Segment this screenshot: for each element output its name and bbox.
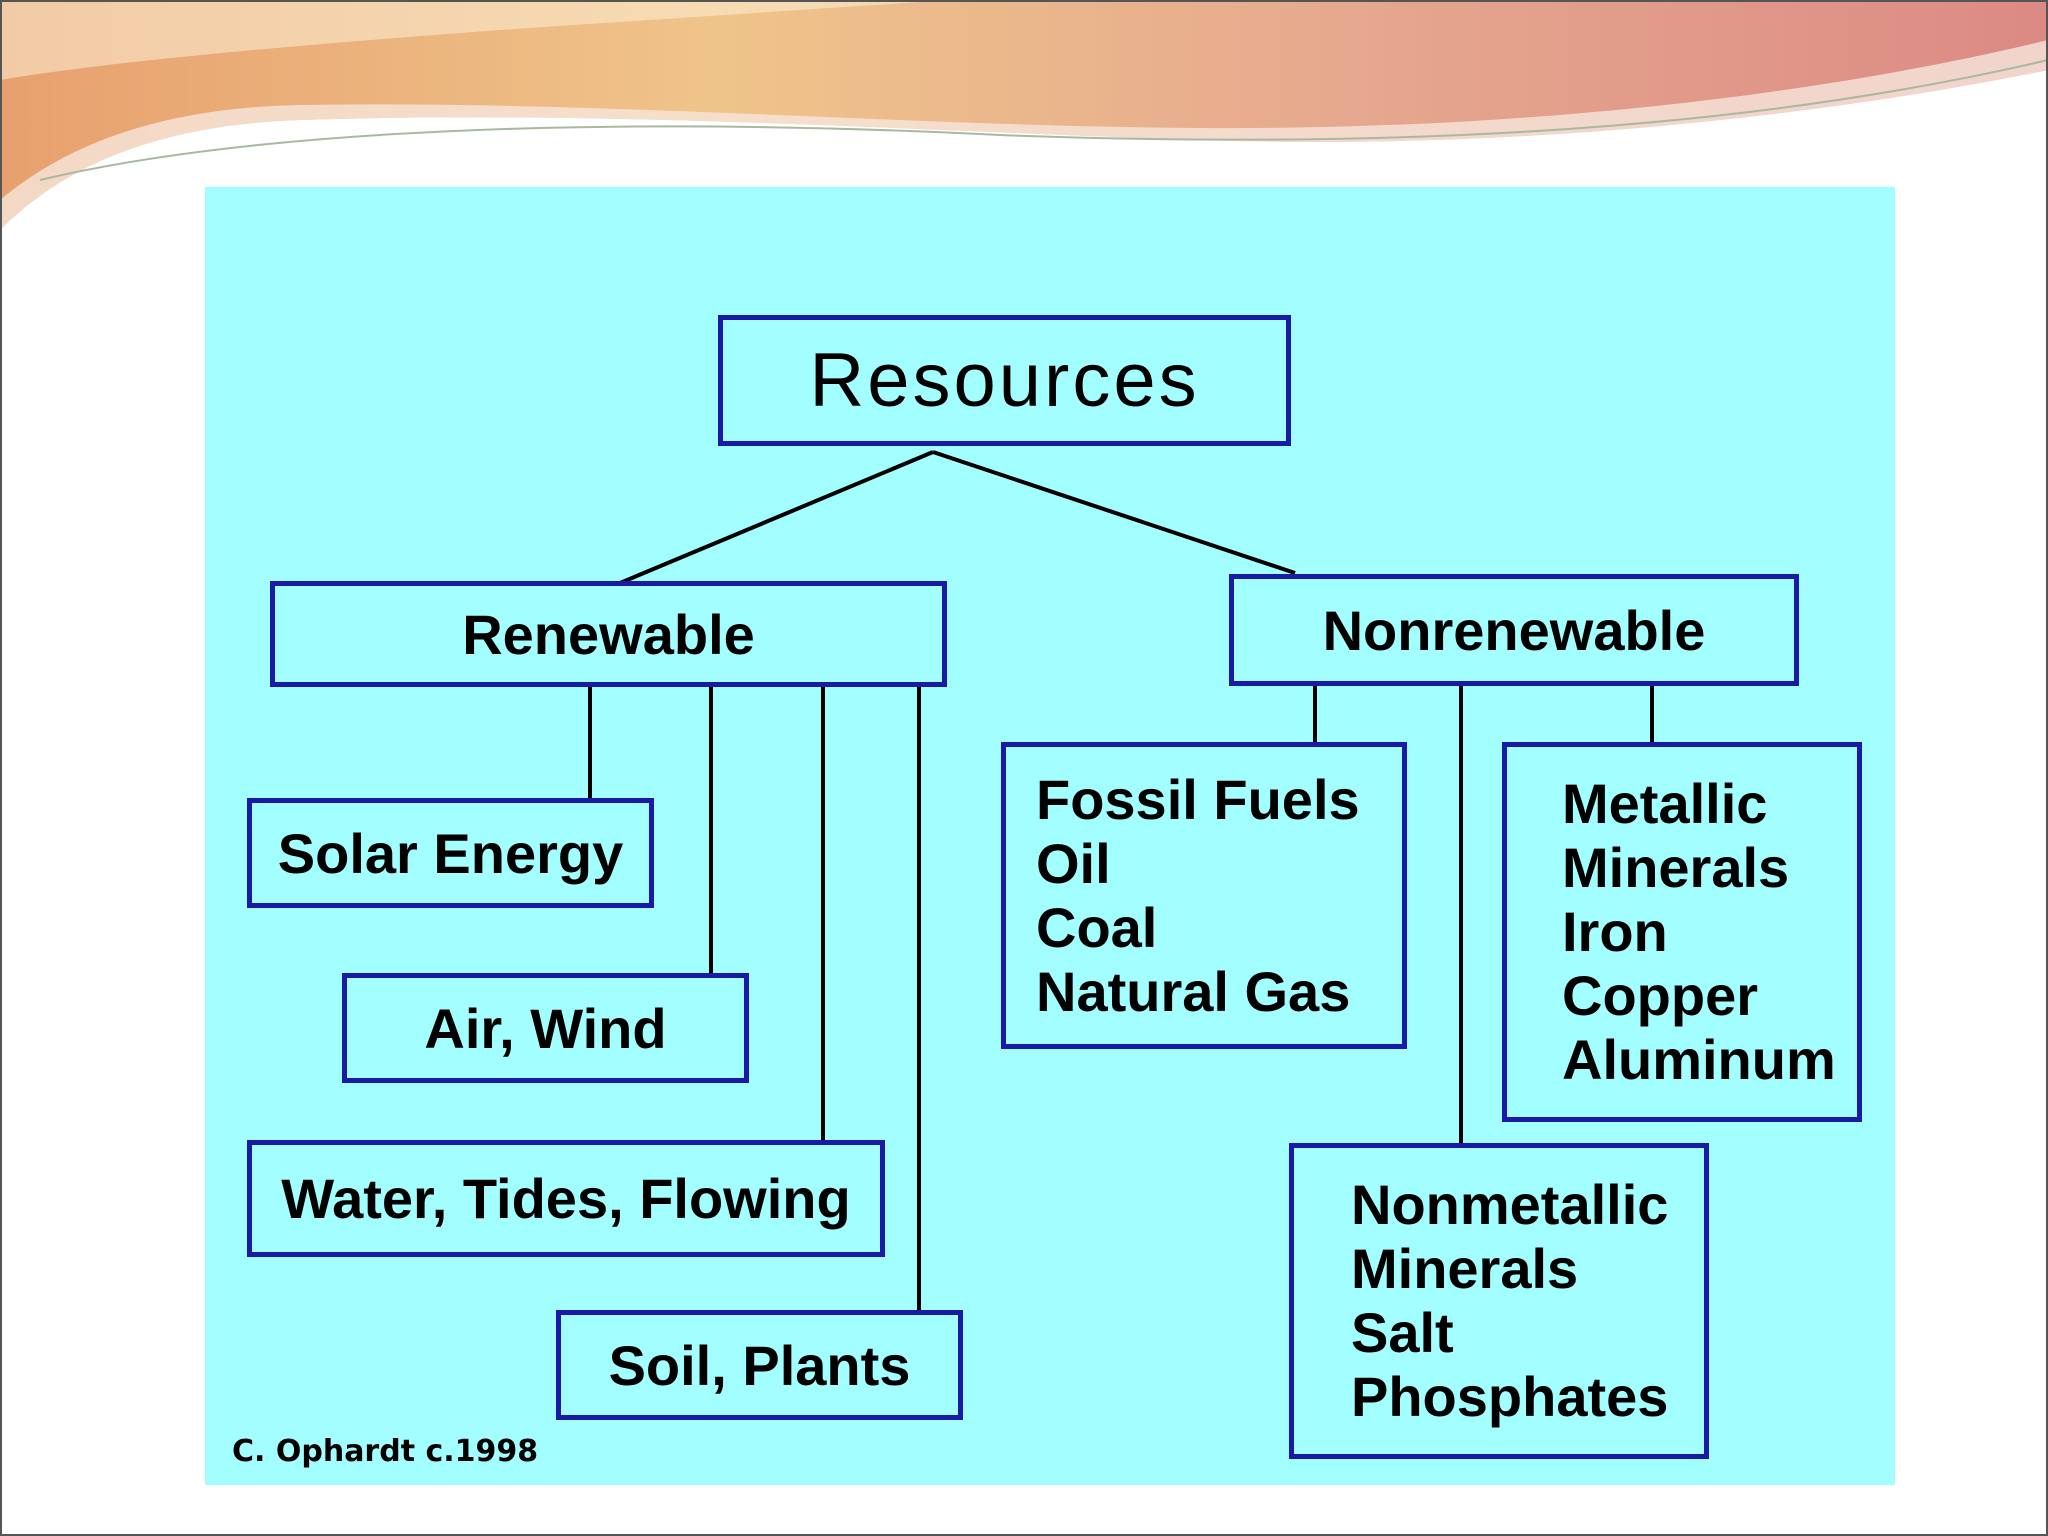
renewable-node: Renewable	[270, 581, 947, 687]
water-tides-flowing-node: Water, Tides, Flowing	[247, 1140, 885, 1257]
soil-plants-node: Soil, Plants	[556, 1310, 963, 1420]
credit-text: C. Ophardt c.1998	[232, 1434, 538, 1469]
fossil-fuels-line-4: Natural Gas	[1036, 960, 1402, 1024]
metallic-minerals-node: Metallic Minerals Iron Copper Aluminum	[1502, 742, 1862, 1122]
nonrenewable-node: Nonrenewable	[1229, 574, 1799, 686]
fossil-fuels-node: Fossil Fuels Oil Coal Natural Gas	[1001, 742, 1407, 1049]
nonmetallic-line-4: Phosphates	[1351, 1365, 1704, 1429]
metallic-line-4: Copper	[1562, 964, 1857, 1028]
nonmetallic-line-2: Minerals	[1351, 1237, 1704, 1301]
fossil-fuels-line-3: Coal	[1036, 896, 1402, 960]
nonmetallic-line-1: Nonmetallic	[1351, 1173, 1704, 1237]
metallic-line-5: Aluminum	[1562, 1028, 1857, 1092]
metallic-line-1: Metallic	[1562, 772, 1857, 836]
metallic-line-2: Minerals	[1562, 836, 1857, 900]
fossil-fuels-line-1: Fossil Fuels	[1036, 768, 1402, 832]
solar-energy-node: Solar Energy	[247, 798, 654, 908]
nonmetallic-line-3: Salt	[1351, 1301, 1704, 1365]
air-wind-node: Air, Wind	[342, 973, 749, 1083]
nonmetallic-minerals-node: Nonmetallic Minerals Salt Phosphates	[1289, 1143, 1709, 1459]
metallic-line-3: Iron	[1562, 900, 1857, 964]
diagram-panel: Resources Renewable Nonrenewable Solar E…	[205, 187, 1895, 1485]
fossil-fuels-line-2: Oil	[1036, 832, 1402, 896]
resources-node: Resources	[718, 315, 1291, 446]
